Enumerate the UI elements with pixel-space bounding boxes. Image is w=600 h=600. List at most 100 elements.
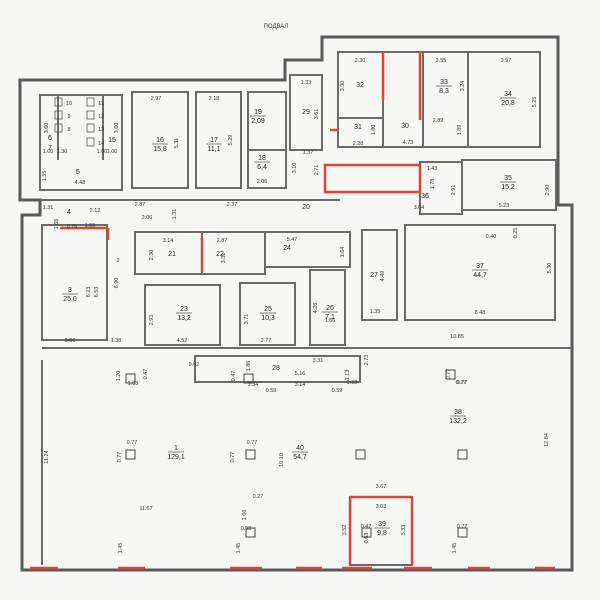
toilet-fixture-icon	[54, 123, 63, 133]
dimension-label: 2.12	[90, 208, 101, 214]
plan-title: ПОДВАЛ	[264, 24, 289, 30]
dimension-label: 1.00	[97, 149, 108, 155]
dimension-label: 5.31	[174, 138, 180, 149]
dimension-label: 0.47	[231, 371, 237, 382]
room-area-39: 9,8	[377, 530, 387, 537]
columns	[125, 369, 468, 538]
room-area-23: 13,2	[177, 315, 191, 322]
dimension-label: 1.35	[370, 309, 381, 315]
dimension-label: 1.31	[172, 209, 178, 220]
dimension-label: 8.48	[475, 310, 486, 316]
room-number-39: 39	[378, 521, 386, 528]
room-number-6: 6	[48, 135, 52, 142]
room-number-35: 35	[504, 175, 512, 182]
dimension-label: 2.91	[451, 185, 457, 196]
dimension-label: 2.90	[545, 185, 551, 196]
dimension-label: 3.97	[501, 58, 512, 64]
room-area-3: 25,0	[63, 296, 77, 303]
dimension-label: 1.45	[118, 543, 124, 554]
dimension-label: 1.33	[347, 380, 358, 386]
dimension-label: 0.77	[446, 369, 452, 380]
room-number-40: 40	[296, 445, 304, 452]
dimension-label: 3.66	[65, 338, 76, 344]
dimension-label: 6.90	[114, 278, 120, 289]
dimension-label: 1.89	[457, 125, 463, 136]
dimension-label: 1.64	[340, 247, 346, 258]
dimension-label: 1.31	[43, 205, 54, 211]
dimension-label: 6.23	[86, 287, 92, 298]
room-number-24: 24	[283, 245, 291, 252]
dimension-label: 5.16	[295, 371, 306, 377]
wc-block	[39, 94, 123, 191]
dimension-label: 1.55	[42, 171, 48, 182]
dimension-label: 1.80	[371, 125, 377, 136]
dimension-label: 0.47	[361, 524, 372, 530]
outer-wall	[18, 35, 574, 572]
dimension-label: 0.77	[127, 440, 138, 446]
dimension-label: 2.30	[149, 250, 155, 261]
dimension-label: 2.71	[314, 165, 320, 176]
dimension-label: 0.59	[332, 388, 343, 394]
dimension-label: 2.93	[149, 315, 155, 326]
dimension-label: 5.23	[499, 203, 510, 209]
room-number-33: 33	[440, 79, 448, 86]
dimension-label: 2.97	[151, 96, 162, 102]
dimension-label: 12.84	[544, 433, 550, 447]
toilet-fixture-icon	[86, 123, 95, 133]
dimension-label: 0.77	[457, 380, 468, 386]
dimension-label: 0.47	[143, 369, 149, 380]
toilet-fixture-icon	[86, 110, 95, 120]
dimension-label: 2.87	[135, 202, 146, 208]
dimension-label: 0.77	[456, 380, 467, 386]
toilet-cubicle-11: 11	[98, 101, 104, 107]
room-area-40: 54,7	[293, 454, 307, 461]
toilet-cubicle-13: 13	[98, 127, 104, 133]
dimension-label: 3.33	[401, 525, 407, 536]
dimension-label: 1.00	[107, 149, 118, 155]
dimension-label: 9.02	[189, 362, 200, 368]
dimension-label: 1.66	[242, 510, 248, 521]
dimension-label: 2.73	[364, 355, 370, 366]
room-area-34: 20,8	[501, 100, 515, 107]
toilet-fixture-icon	[86, 137, 95, 147]
dimension-label: 0.76	[67, 224, 78, 230]
dimension-label: 2.06	[257, 179, 268, 185]
toilet-cubicle-10: 10	[66, 101, 72, 107]
dimension-label: 10.85	[450, 334, 464, 340]
room-number-22: 22	[216, 251, 224, 258]
dimension-label: 0.59	[266, 388, 277, 394]
dimension-label: 3.14	[163, 238, 174, 244]
room-number-27: 27	[370, 272, 378, 279]
dimension-label: 4.26	[313, 303, 319, 314]
dimension-label: 3.71	[244, 314, 250, 325]
dimension-label: 1.30	[57, 149, 68, 155]
room-number-29: 29	[302, 109, 310, 116]
dimension-label: 2.89	[433, 118, 444, 124]
dimension-label: 0.77	[117, 452, 123, 463]
dimension-label: 2.55	[436, 58, 447, 64]
dimension-label: 11.24	[44, 450, 50, 463]
dimension-label: 1.34	[248, 382, 259, 388]
toilet-fixture-icon	[86, 97, 95, 107]
toilet-cubicle-12: 12	[98, 114, 104, 120]
dimension-label: 5.25	[532, 97, 538, 108]
dimension-label: 1.33	[301, 80, 312, 86]
room-area-33: 8,3	[439, 88, 449, 95]
dimension-label: 2.30	[355, 58, 366, 64]
room-area-37: 44,7	[473, 272, 487, 279]
dimension-label: 3.60	[44, 123, 50, 134]
dimension-label: 1.20	[116, 371, 122, 382]
room-area-16: 15,8	[153, 146, 167, 153]
dimension-label: 1.45	[236, 543, 242, 554]
dimension-label: 4.73	[403, 140, 414, 146]
room-number-3: 3	[68, 287, 72, 294]
dimension-label: 1.03	[128, 381, 139, 387]
dimension-label: 2.37	[227, 202, 238, 208]
dimension-label: 0.40	[486, 234, 497, 240]
dimension-label: 0.63	[364, 533, 370, 544]
dimension-label: 2.28	[353, 141, 364, 147]
toilet-fixture-icon	[54, 97, 63, 107]
